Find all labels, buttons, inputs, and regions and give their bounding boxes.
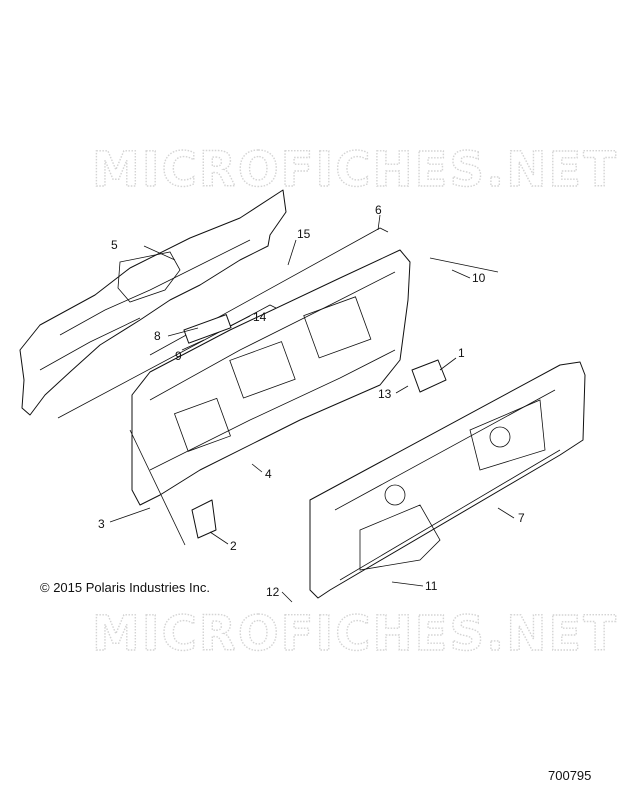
inner-frame-panel: [131, 249, 411, 506]
latch: [411, 359, 447, 393]
upper-rod: [149, 227, 389, 356]
leader-12: [281, 591, 293, 603]
callout-4: 4: [265, 467, 272, 481]
watermark-top: MICROFICHES.NET: [92, 142, 618, 198]
leader-14: [229, 315, 251, 327]
callout-14: 14: [253, 310, 267, 324]
callout-6: 6: [375, 203, 382, 217]
leader-2: [209, 531, 229, 545]
leader-11: [391, 581, 424, 587]
leader-4: [251, 463, 263, 473]
bracket-hardware: [183, 314, 232, 344]
callout-11: 11: [425, 579, 438, 593]
callout-8: 8: [154, 329, 161, 343]
callout-15: 15: [297, 227, 311, 241]
diagram-id: 700795: [548, 768, 592, 783]
callout-7: 7: [518, 511, 525, 525]
callout-10: 10: [472, 271, 486, 285]
hinge-bracket: [191, 499, 217, 539]
callout-2: 2: [230, 539, 237, 553]
watermark-bottom: MICROFICHES.NET: [92, 606, 618, 662]
callout-12: 12: [266, 585, 280, 599]
callout-5: 5: [111, 238, 118, 252]
copyright-notice: © 2015 Polaris Industries Inc.: [40, 580, 210, 595]
callout-3: 3: [98, 517, 105, 531]
outer-tailgate-panel: [309, 361, 586, 599]
callout-13: 13: [378, 387, 392, 401]
leader-7: [497, 507, 515, 519]
cable-right: [429, 257, 499, 273]
leader-5: [143, 245, 176, 261]
leader-1: [439, 357, 457, 371]
leader-13: [395, 385, 409, 394]
upper-trim-panel: [19, 189, 287, 416]
cable-left: [129, 429, 186, 546]
callout-9: 9: [175, 349, 182, 363]
leader-6: [377, 214, 381, 231]
lower-rod: [57, 304, 277, 419]
leader-15: [287, 239, 297, 266]
leader-10: [451, 269, 471, 279]
leader-9: [181, 339, 205, 351]
leader-3: [109, 507, 151, 523]
callout-1: 1: [458, 346, 465, 360]
leader-8: [167, 327, 199, 337]
